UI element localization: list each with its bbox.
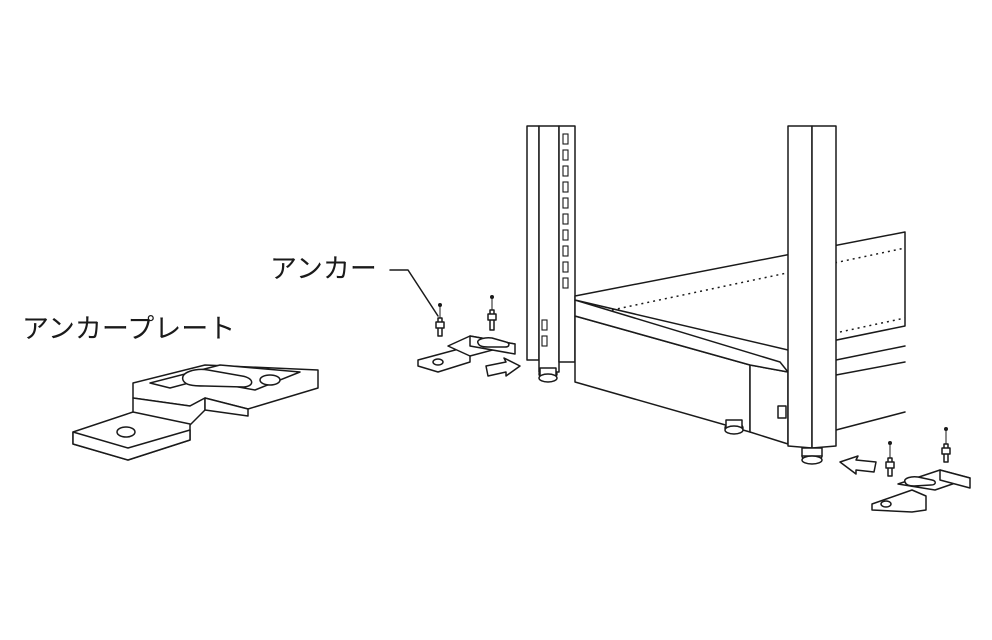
anchor-bolt-3 [885, 441, 895, 477]
anchor-leader-line [389, 269, 439, 317]
anchor-bolt-4 [941, 427, 951, 463]
anchor-plate-left-install [417, 295, 521, 377]
rack-mounting-holes [541, 133, 569, 347]
insert-arrow-right [485, 357, 521, 377]
anchor-plate-label: アンカープレート [22, 314, 236, 345]
rack-left-post [526, 125, 540, 361]
insert-arrow-left [839, 455, 877, 475]
rack-right-post [787, 125, 813, 449]
rack-frame [526, 125, 906, 449]
rack-leveling-feet [538, 367, 823, 465]
anchor-plate-detail [72, 364, 319, 461]
anchor-label: アンカー [270, 254, 377, 285]
anchor-bolt-2 [487, 295, 497, 331]
anchor-plate-right-install [839, 427, 971, 513]
anchor-bolt-1 [435, 303, 445, 337]
